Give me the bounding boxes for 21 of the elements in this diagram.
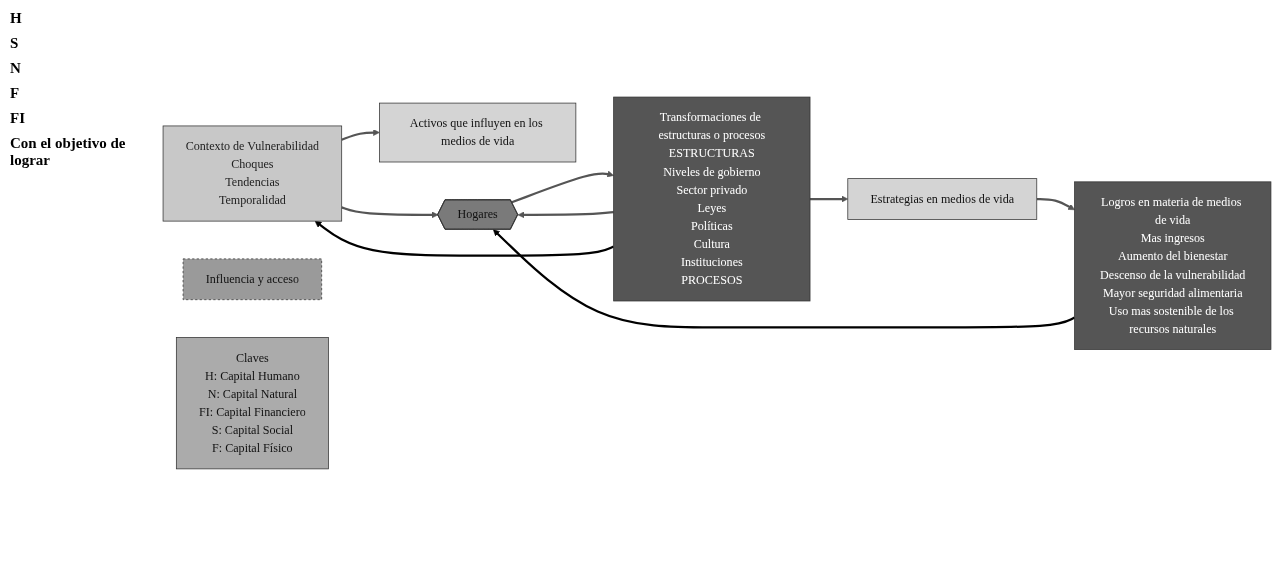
arrow bbox=[517, 210, 614, 219]
node-box: Transformaciones de estructuras o procesos ESTRUCTURAS Niveles de gobierno Sector privado Leyes Políticas Cultura Instituciones PROCESOS bbox=[613, 96, 811, 302]
arrow bbox=[1036, 197, 1075, 211]
node-box: Activos que influyen en los medios de vida bbox=[379, 102, 577, 163]
arrow bbox=[341, 129, 380, 141]
vertex-label: FI bbox=[10, 110, 26, 127]
node-box: Estrategias en medios de vida bbox=[847, 178, 1038, 220]
node-box: Logros en materia de medios de vida Mas ingresos Aumento del bienestar Descenso de la vulnerabilidad Mayor seguridad alimentaria Uso mas sostenible de los recursos naturales bbox=[1074, 181, 1272, 350]
node-box: Contexto de Vulnerabilidad Choques Tendencias Temporalidad bbox=[162, 125, 343, 222]
side-label: Con el objetivo de lograr bbox=[10, 135, 127, 169]
vertex-label: H bbox=[10, 10, 23, 27]
vertex-label: N bbox=[10, 60, 22, 77]
arrow bbox=[810, 195, 849, 203]
vertex-label: S bbox=[10, 35, 20, 52]
node-box: Influencia y acceso bbox=[182, 258, 323, 301]
arrow bbox=[341, 206, 439, 219]
arrow bbox=[511, 170, 614, 204]
node-box: Claves H: Capital Humano N: Capital Natural FI: Capital Financiero S: Capital Social F: Capital Físico bbox=[175, 337, 329, 470]
arrow bbox=[493, 229, 1076, 329]
arrow bbox=[314, 220, 615, 257]
vertex-label: F bbox=[10, 85, 21, 102]
